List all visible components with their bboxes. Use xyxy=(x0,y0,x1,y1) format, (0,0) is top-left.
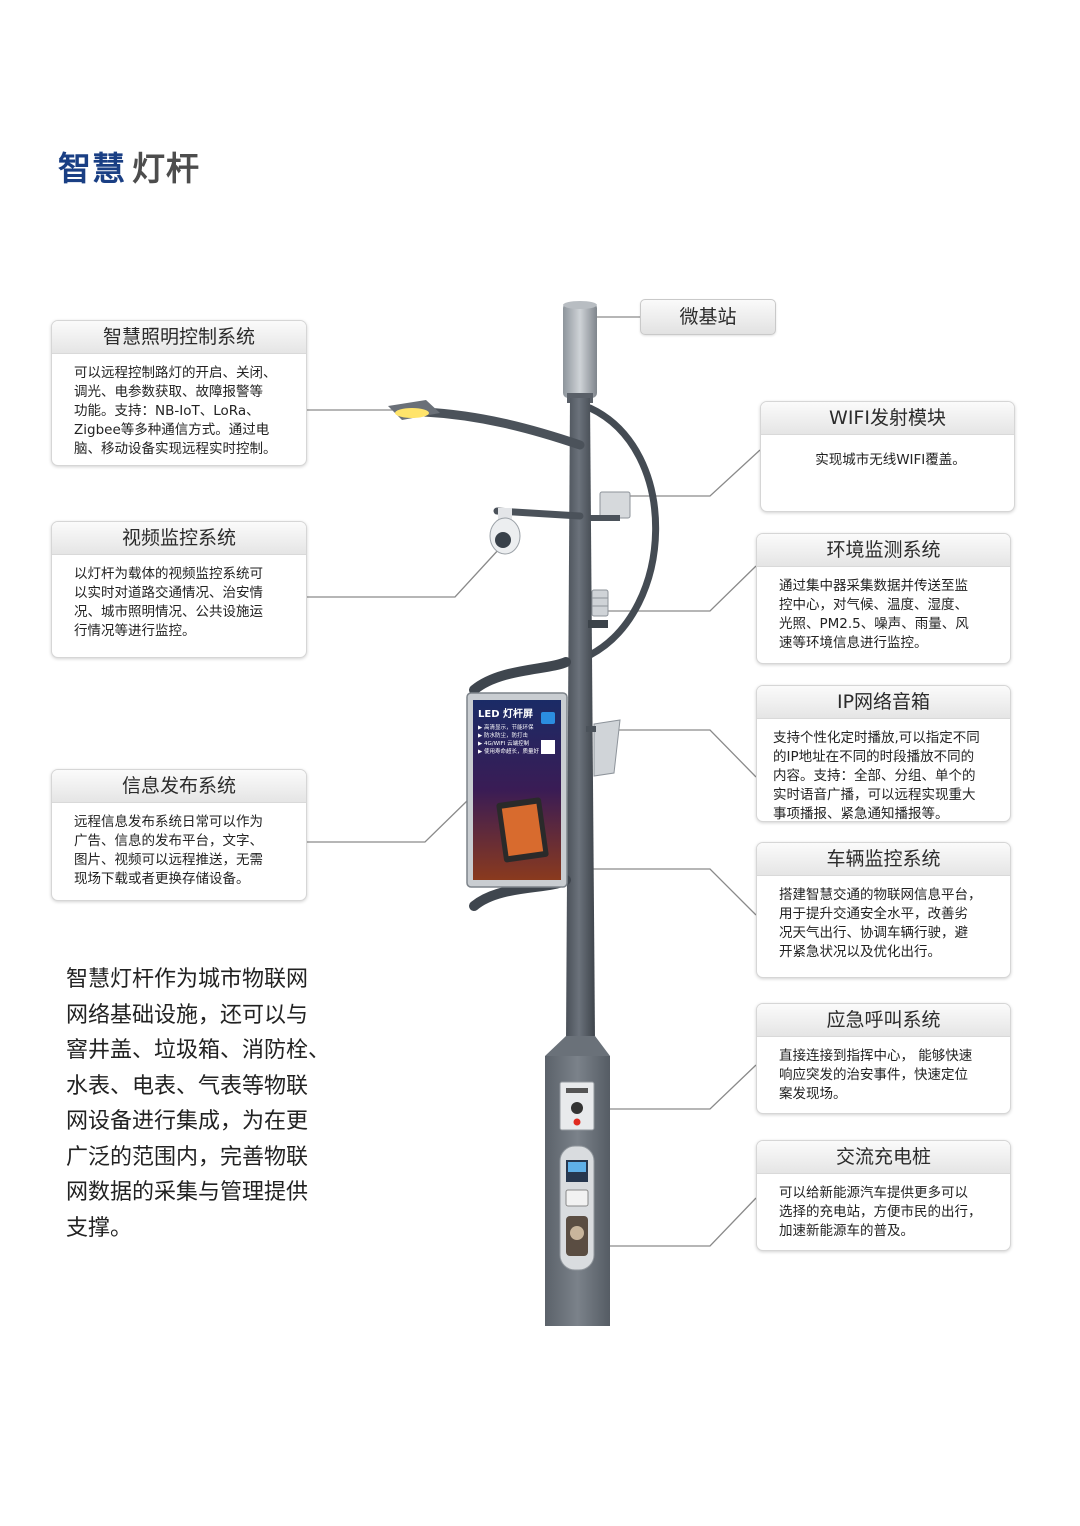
card-line: 可以给新能源汽车提供更多可以 xyxy=(779,1185,968,1201)
summary-paragraph: 智慧灯杆作为城市物联网 网络基础设施，还可以与 窨井盖、垃圾箱、消防栓、 水表、… xyxy=(66,962,348,1246)
card-env-title: 环境监测系统 xyxy=(757,534,1010,567)
card-lighting-body: 可以远程控制路灯的开启、关闭、 调光、电参数获取、故障报警等 功能。支持：NB-… xyxy=(52,354,306,465)
connector-env xyxy=(592,565,757,612)
curved-arm xyxy=(586,404,660,659)
title-part-2: 灯杆 xyxy=(132,149,200,188)
card-line: Zigbee等多种通信方式。通过电 xyxy=(74,422,270,438)
summary-line: 窨井盖、垃圾箱、消防栓、 xyxy=(66,1038,331,1063)
connector-charging xyxy=(608,1197,757,1247)
card-line: 行情况等进行监控。 xyxy=(74,623,196,639)
card-line: 光照、PM2.5、噪声、雨量、风 xyxy=(779,616,969,632)
card-environment-monitoring: 环境监测系统 通过集中器采集数据并传送至监 控中心，对气候、温度、湿度、 光照、… xyxy=(756,533,1011,664)
main-pole xyxy=(566,398,595,1040)
card-line: 调光、电参数获取、故障报警等 xyxy=(74,384,263,400)
card-line: 的IP地址在不同的时段播放不同的 xyxy=(773,749,975,765)
street-lamp-head xyxy=(388,400,440,420)
title-part-1: 智慧 xyxy=(58,149,126,188)
connector-info xyxy=(307,799,469,843)
led-screen-bullet: ▶ 使用寿命超长，质量好 xyxy=(478,749,539,755)
card-video-body: 以灯杆为载体的视频监控系统可 以实时对道路交通情况、治安情 况、城市照明情况、公… xyxy=(52,555,306,649)
card-line: 现场下载或者更换存储设备。 xyxy=(74,871,250,887)
card-lighting-title: 智慧照明控制系统 xyxy=(52,321,306,354)
screen-bracket-top xyxy=(469,657,571,695)
summary-line: 广泛的范围内，完善物联 xyxy=(66,1144,309,1170)
card-line: 脑、移动设备实现远程实时控制。 xyxy=(74,441,277,457)
dome-camera xyxy=(489,508,521,555)
connector-emergency xyxy=(608,1064,757,1110)
micro-base-station xyxy=(563,303,597,398)
card-wifi-module: WIFI发射模块 实现城市无线WIFI覆盖。 xyxy=(760,401,1015,512)
card-vehicle-title: 车辆监控系统 xyxy=(757,843,1010,876)
card-line: 图片、视频可以远程推送，无需 xyxy=(74,852,263,868)
card-line: 加速新能源车的普及。 xyxy=(779,1223,914,1239)
connector-vehicle xyxy=(588,868,757,916)
summary-line: 支撑。 xyxy=(66,1215,133,1241)
summary-line: 网络基础设施，还可以与 xyxy=(66,1002,309,1028)
card-line: 可以远程控制路灯的开启、关闭、 xyxy=(74,365,277,381)
card-env-body: 通过集中器采集数据并传送至监 控中心，对气候、温度、湿度、 光照、PM2.5、噪… xyxy=(757,567,1010,661)
card-wifi-title: WIFI发射模块 xyxy=(761,402,1014,435)
lamp-arm xyxy=(419,407,585,450)
micro-base-station-label: 微基站 xyxy=(640,299,776,335)
card-speaker-title: IP网络音箱 xyxy=(757,686,1010,719)
led-screen-bullet: ▶ 高清显示，节能环保 xyxy=(478,725,534,731)
card-line: 功能。支持：NB-IoT、LoRa、 xyxy=(74,403,260,419)
summary-line: 智慧灯杆作为城市物联网 xyxy=(66,967,309,992)
led-screen-bullet: ▶ 4G/WIFI 云端控制 xyxy=(478,741,530,747)
card-emergency-body: 直接连接到指挥中心， 能够快速 响应突发的治安事件，快速定位 案发现场。 xyxy=(757,1037,1010,1112)
card-info-body: 远程信息发布系统日常可以作为 广告、信息的发布平台，文字、 图片、视频可以远程推… xyxy=(52,803,306,897)
summary-line: 网设备进行集成，为在更 xyxy=(66,1109,309,1134)
card-line: 以实时对道路交通情况、治安情 xyxy=(74,585,263,601)
card-line: 况天气出行、协调车辆行驶，避 xyxy=(779,925,968,941)
card-line: 控中心，对气候、温度、湿度、 xyxy=(779,597,968,613)
card-line: 用于提升交通安全水平，改善劣 xyxy=(779,906,968,922)
card-line: 开紧急状况以及优化出行。 xyxy=(779,944,941,960)
card-line: 内容。支持：全部、分组、单个的 xyxy=(773,768,976,784)
card-line: 直接连接到指挥中心， 能够快速 xyxy=(779,1048,973,1064)
card-video-title: 视频监控系统 xyxy=(52,522,306,555)
connector-speaker xyxy=(610,729,757,778)
card-lighting-control: 智慧照明控制系统 可以远程控制路灯的开启、关闭、 调光、电参数获取、故障报警等 … xyxy=(51,320,307,466)
card-wifi-body: 实现城市无线WIFI覆盖。 xyxy=(761,435,1014,478)
card-speaker-body: 支持个性化定时播放,可以指定不同 的IP地址在不同的时段播放不同的 内容。支持：… xyxy=(757,719,1010,822)
card-emergency-call: 应急呼叫系统 直接连接到指挥中心， 能够快速 响应突发的治安事件，快速定位 案发… xyxy=(756,1003,1011,1114)
led-screen-bullet: ▶ 防水防尘，防打击 xyxy=(478,733,528,739)
card-vehicle-monitoring: 车辆监控系统 搭建智慧交通的物联网信息平台， 用于提升交通安全水平，改善劣 况天… xyxy=(756,842,1011,978)
card-line: 实时语音广播，可以远程实现重大 xyxy=(773,787,976,803)
card-video-surveillance: 视频监控系统 以灯杆为载体的视频监控系统可 以实时对道路交通情况、治安情 况、城… xyxy=(51,521,307,658)
environment-sensor xyxy=(588,589,609,628)
card-charging-title: 交流充电桩 xyxy=(757,1141,1010,1174)
card-line: 响应突发的治安事件，快速定位 xyxy=(779,1067,968,1083)
connector-video xyxy=(307,547,501,598)
card-line: 事项播报、紧急通知播报等。 xyxy=(773,806,949,822)
card-line: 实现城市无线WIFI覆盖。 xyxy=(815,452,966,468)
card-info-title: 信息发布系统 xyxy=(52,770,306,803)
card-line: 通过集中器采集数据并传送至监 xyxy=(779,578,968,594)
card-vehicle-body: 搭建智慧交通的物联网信息平台， 用于提升交通安全水平，改善劣 况天气出行、协调车… xyxy=(757,876,1010,970)
page-title: 智慧灯杆 xyxy=(58,142,200,190)
card-line: 以灯杆为载体的视频监控系统可 xyxy=(74,566,263,582)
card-line: 支持个性化定时播放,可以指定不同 xyxy=(773,730,980,746)
card-line: 选择的充电站，方便市民的出行， xyxy=(779,1204,982,1220)
led-screen-text: LED 灯杆屏 ▶ 高清显示，节能环保 ▶ 防水防尘，防打击 ▶ 4G/WIFI… xyxy=(478,708,542,756)
card-ip-speaker: IP网络音箱 支持个性化定时播放,可以指定不同 的IP地址在不同的时段播放不同的… xyxy=(756,685,1011,822)
base-cabinet xyxy=(545,1036,610,1326)
led-screen-heading: LED 灯杆屏 xyxy=(478,709,533,720)
card-ac-charging: 交流充电桩 可以给新能源汽车提供更多可以 选择的充电站，方便市民的出行， 加速新… xyxy=(756,1140,1011,1251)
card-emergency-title: 应急呼叫系统 xyxy=(757,1004,1010,1037)
card-line: 况、城市照明情况、公共设施运 xyxy=(74,604,263,620)
summary-line: 水表、电表、气表等物联 xyxy=(66,1073,309,1099)
card-line: 案发现场。 xyxy=(779,1086,847,1102)
card-info-release: 信息发布系统 远程信息发布系统日常可以作为 广告、信息的发布平台，文字、 图片、… xyxy=(51,769,307,901)
card-charging-body: 可以给新能源汽车提供更多可以 选择的充电站，方便市民的出行， 加速新能源车的普及… xyxy=(757,1174,1010,1249)
card-line: 广告、信息的发布平台，文字、 xyxy=(74,833,263,849)
card-line: 搭建智慧交通的物联网信息平台， xyxy=(779,887,982,903)
summary-line: 网数据的采集与管理提供 xyxy=(66,1180,309,1205)
wifi-module xyxy=(590,491,631,521)
card-line: 远程信息发布系统日常可以作为 xyxy=(74,814,263,830)
ip-speaker xyxy=(586,719,621,777)
card-line: 速等环境信息进行监控。 xyxy=(779,635,928,651)
